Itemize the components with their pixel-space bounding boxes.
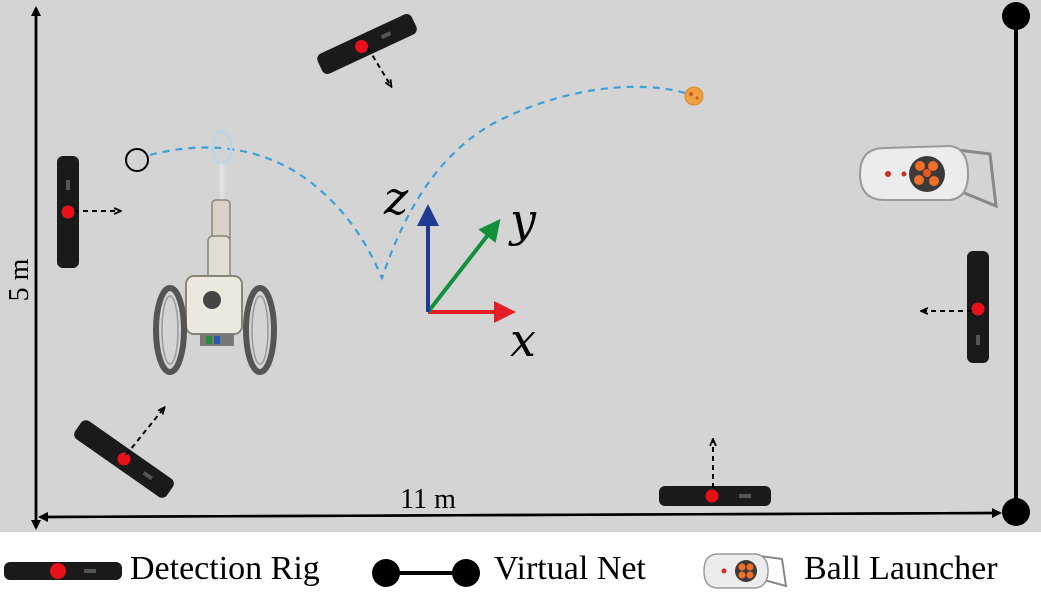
detection-rig (967, 251, 989, 363)
z-axis-label: z (383, 171, 409, 225)
detection-rig (317, 14, 417, 74)
legend-ball-launcher-label: Ball Launcher (804, 550, 998, 587)
legend-ball-launcher-icon (703, 553, 788, 589)
detection-rig (57, 156, 79, 268)
legend-icons (4, 553, 788, 589)
detection-rig (74, 420, 174, 498)
robot-icon (153, 129, 277, 375)
width-label: 11 m (400, 484, 456, 515)
legend: Detection Rig Virtual Net Ball Launcher (0, 540, 1041, 598)
legend-virtual-net-icon (372, 559, 480, 587)
legend-virtual-net-label: Virtual Net (494, 550, 646, 587)
y-axis-arrow (426, 218, 501, 314)
court-diagram: 5 m 11 m x y z (4, 2, 1030, 530)
court-field (0, 0, 1041, 532)
height-label: 5 m (4, 258, 35, 301)
legend-detection-rig-label: Detection Rig (130, 550, 320, 587)
ball-trajectory (149, 85, 693, 282)
ball-launcher (858, 144, 998, 209)
x-axis-label: x (510, 313, 536, 367)
ball-start-marker (125, 148, 149, 172)
rig-direction-arrow (125, 408, 164, 456)
virtual-net (1002, 2, 1030, 526)
height-dimension: 5 m (4, 6, 41, 530)
width-dimension: 11 m (38, 484, 1002, 522)
detection-rig (659, 486, 771, 506)
y-axis-label: y (508, 193, 537, 247)
rig-direction-arrow (367, 47, 391, 86)
coordinate-frame: x y z (383, 171, 537, 367)
ball-icon (684, 86, 704, 106)
legend-detection-rig-icon (4, 562, 122, 580)
